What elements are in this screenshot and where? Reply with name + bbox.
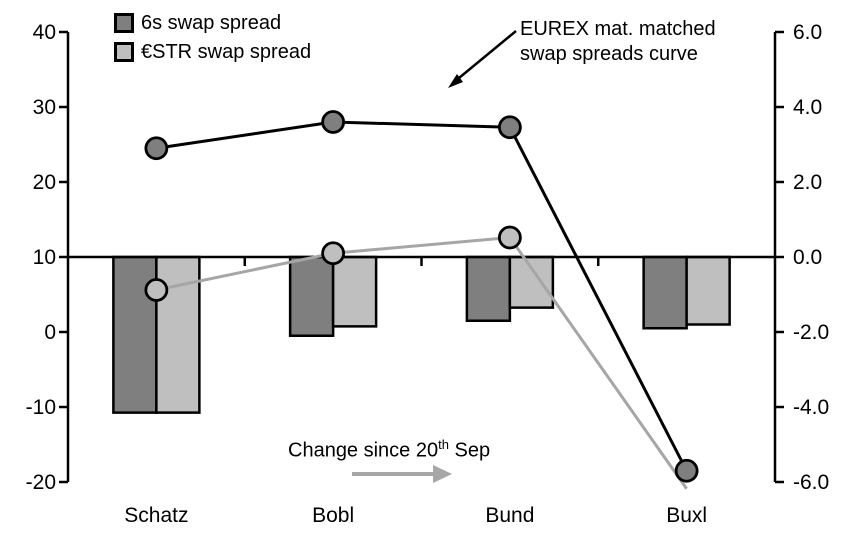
- bar-6s-swap-spread-bund: [465, 255, 512, 322]
- left-axis-tick-label: 10: [33, 246, 56, 269]
- legend-label-6s: 6s swap spread: [141, 12, 282, 34]
- marker-6s-swap-spread-curve-bund: [497, 115, 522, 140]
- axes-group: [59, 30, 784, 484]
- marker-str-swap-spread-curve-bobl: [321, 241, 346, 266]
- legend: 6s swap spread €STR swap spread: [114, 13, 311, 62]
- curve-annotation-line1: EUREX mat. matched: [520, 18, 716, 40]
- line-str-swap-spread-curve: [156, 235, 688, 490]
- category-label-buxl: Buxl: [666, 504, 707, 527]
- right-axis-tick-label: 0.0: [793, 246, 822, 269]
- left-axis-tick-label: 0: [44, 321, 56, 344]
- bar-str-swap-spread-bund: [508, 255, 555, 309]
- marker-str-swap-spread-curve-schatz: [144, 278, 169, 302]
- left-axis-tick-label: 40: [33, 21, 56, 44]
- left-axis-tick-label: 20: [33, 171, 56, 194]
- category-labels-group: Schatz Bobl Bund Buxl: [124, 504, 707, 527]
- category-label-bobl: Bobl: [312, 504, 354, 527]
- lines-group: [144, 110, 699, 490]
- bar-str-swap-spread-buxl: [685, 255, 731, 326]
- marker-6s-swap-spread-curve-buxl: [674, 458, 699, 483]
- tick-labels-group: 40 30 20 10 0 -10 -20 6.0 4.0 2.0 0.0 -2.0 -4.0 -6.0: [26, 21, 830, 494]
- right-axis-tick-label: 4.0: [793, 96, 822, 119]
- legend-swatch-6s: [114, 13, 134, 33]
- annotation-arrow-icon: [448, 30, 517, 88]
- right-axis-tick-label: -4.0: [793, 396, 829, 419]
- right-axis-tick-label: 2.0: [793, 171, 822, 194]
- right-axis-tick-label: 6.0: [793, 21, 822, 44]
- category-label-bund: Bund: [485, 504, 534, 527]
- marker-6s-swap-spread-curve-schatz: [144, 136, 169, 161]
- line-6s-swap-spread-curve: [156, 120, 688, 472]
- legend-label-estr: €STR swap spread: [141, 41, 312, 63]
- bar-str-swap-spread-bobl: [331, 255, 378, 328]
- legend-item-estr: €STR swap spread: [114, 42, 311, 62]
- curve-annotation-line2: swap spreads curve: [520, 43, 698, 65]
- marker-str-swap-spread-curve-bund: [497, 225, 522, 250]
- right-axis-tick-label: -6.0: [793, 471, 829, 494]
- curve-annotation: EUREX mat. matched swap spreads curve: [520, 17, 716, 67]
- marker-6s-swap-spread-curve-bobl: [321, 110, 346, 134]
- left-axis-tick-label: -20: [26, 471, 56, 494]
- left-axis-tick-label: 30: [33, 96, 56, 119]
- category-label-schatz: Schatz: [124, 504, 188, 527]
- left-axis-tick-label: -10: [26, 396, 56, 419]
- change-note: Change since 20th Sep: [288, 437, 491, 462]
- bar-6s-swap-spread-bobl: [288, 255, 335, 337]
- bar-6s-swap-spread-buxl: [642, 255, 688, 330]
- legend-swatch-estr: [114, 42, 134, 62]
- legend-item-6s: 6s swap spread: [114, 13, 311, 33]
- right-axis-tick-label: -2.0: [793, 321, 829, 344]
- change-arrow-icon: [352, 465, 452, 483]
